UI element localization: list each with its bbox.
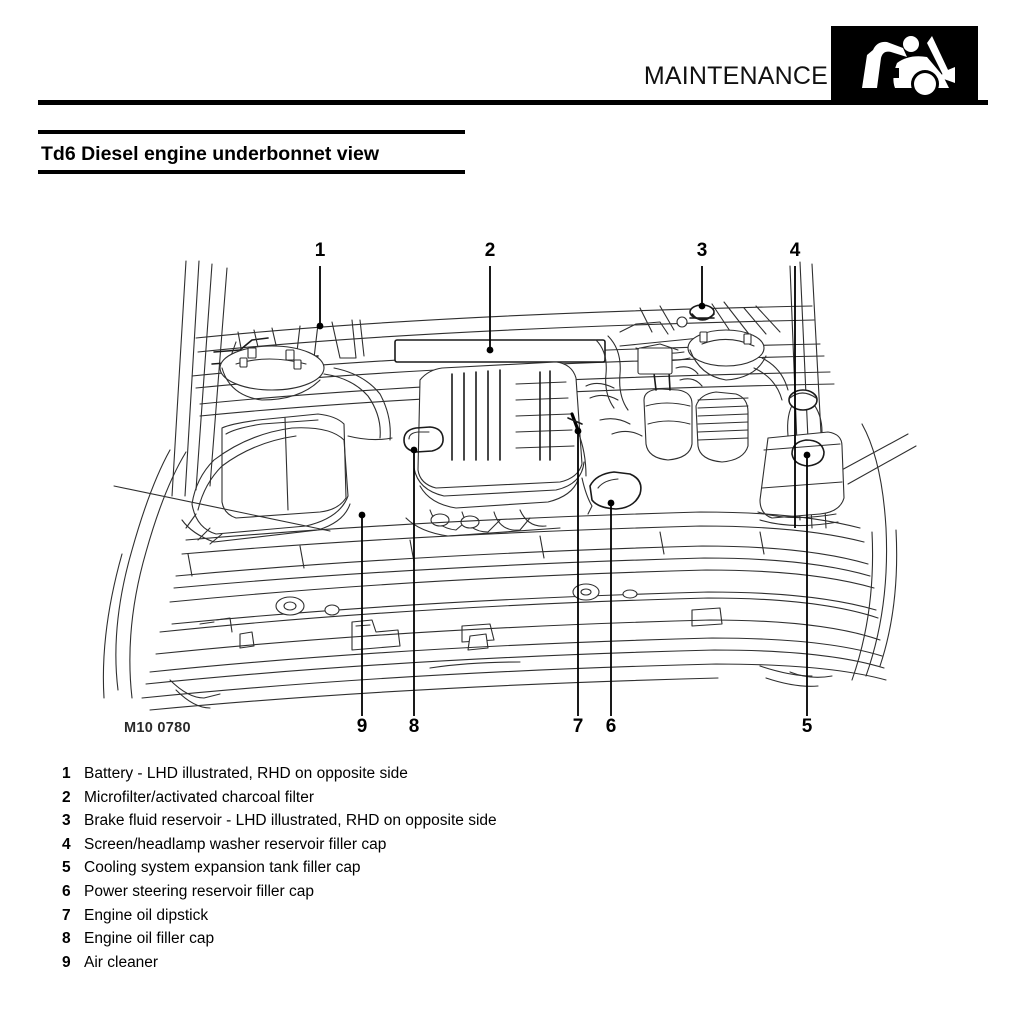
header-divider-rule <box>38 100 988 105</box>
coolant-expansion-tank <box>757 389 845 527</box>
list-item: 8 Engine oil filler cap <box>62 928 582 951</box>
leader-dot-5 <box>803 451 811 459</box>
legend-index: 1 <box>62 765 71 782</box>
leader-dot-8 <box>410 446 418 454</box>
battery-box <box>221 413 347 519</box>
legend-label: Brake fluid reservoir - LHD illustrated,… <box>84 812 497 830</box>
legend-index: 2 <box>62 788 71 806</box>
legend-label: Engine oil filler cap <box>84 930 215 948</box>
legend-index: 9 <box>62 953 71 971</box>
legend-label: Screen/headlamp washer reservoir filler … <box>84 835 387 853</box>
section-rule-top <box>38 130 465 134</box>
callout-number-5: 5 <box>802 716 813 737</box>
power-steering-reservoir-cap <box>581 471 642 515</box>
legend-label: Air cleaner <box>84 953 159 971</box>
engine-hoses <box>585 329 789 463</box>
mechanic-under-bonnet-icon <box>831 26 978 102</box>
legend-list: 1 Battery - LHD illustrated, RHD on oppo… <box>62 763 582 975</box>
legend-label: Battery - LHD illustrated, RHD on opposi… <box>84 765 408 782</box>
legend-label: Cooling system expansion tank filler cap <box>84 859 361 877</box>
callout-number-9: 9 <box>357 716 368 737</box>
list-item: 4 Screen/headlamp washer reservoir fille… <box>62 834 582 857</box>
leader-dot-2 <box>486 346 494 354</box>
callout-number-1: 1 <box>315 240 326 261</box>
list-item: 2 Microfilter/activated charcoal filter <box>62 787 582 810</box>
engine-oil-dipstick <box>567 412 587 477</box>
callout-number-3: 3 <box>697 240 708 261</box>
list-item: 7 Engine oil dipstick <box>62 905 582 928</box>
list-item: 3 Brake fluid reservoir - LHD illustrate… <box>62 810 582 833</box>
callout-number-4: 4 <box>790 240 801 261</box>
list-item: 6 Power steering reservoir filler cap <box>62 881 582 904</box>
list-item: 5 Cooling system expansion tank filler c… <box>62 857 582 880</box>
leader-dot-6 <box>607 499 615 507</box>
figure-reference-code: M10 0780 <box>124 720 191 736</box>
list-item: 9 Air cleaner <box>62 952 582 975</box>
leader-dot-3 <box>698 302 706 310</box>
engine-bay-diagram: .ln { fill:none; stroke:#2f2f2f; stroke-… <box>0 228 1024 748</box>
legend-index: 8 <box>62 930 71 948</box>
legend-label: Microfilter/activated charcoal filter <box>84 788 314 806</box>
legend-index: 7 <box>62 906 71 924</box>
legend-index: 5 <box>62 859 71 877</box>
section-rule-bottom <box>38 170 465 174</box>
legend-index: 6 <box>62 882 71 900</box>
legend-index: 3 <box>62 812 71 830</box>
page-header: MAINTENANCE <box>0 0 1024 112</box>
leader-dot-7 <box>574 427 582 435</box>
microfilter-element <box>394 339 606 363</box>
engine-cover <box>405 361 585 537</box>
callout-number-8: 8 <box>409 716 420 737</box>
air-cleaner-housing <box>181 345 393 545</box>
callout-number-2: 2 <box>485 240 496 261</box>
legend-index: 4 <box>62 835 71 853</box>
callout-number-6: 6 <box>606 716 617 737</box>
leader-dot-9 <box>358 511 366 519</box>
callout-leaders: 1 2 3 4 5 6 7 8 9 <box>315 240 813 737</box>
callout-number-7: 7 <box>573 716 584 737</box>
list-item: 1 Battery - LHD illustrated, RHD on oppo… <box>62 763 582 786</box>
legend-label: Power steering reservoir filler cap <box>84 882 315 900</box>
section-title: Td6 Diesel engine underbonnet view <box>41 143 380 165</box>
page-title: MAINTENANCE <box>643 62 828 90</box>
legend-label: Engine oil dipstick <box>84 906 209 924</box>
front-slam-panel <box>169 511 877 651</box>
leader-dot-1 <box>316 322 324 330</box>
